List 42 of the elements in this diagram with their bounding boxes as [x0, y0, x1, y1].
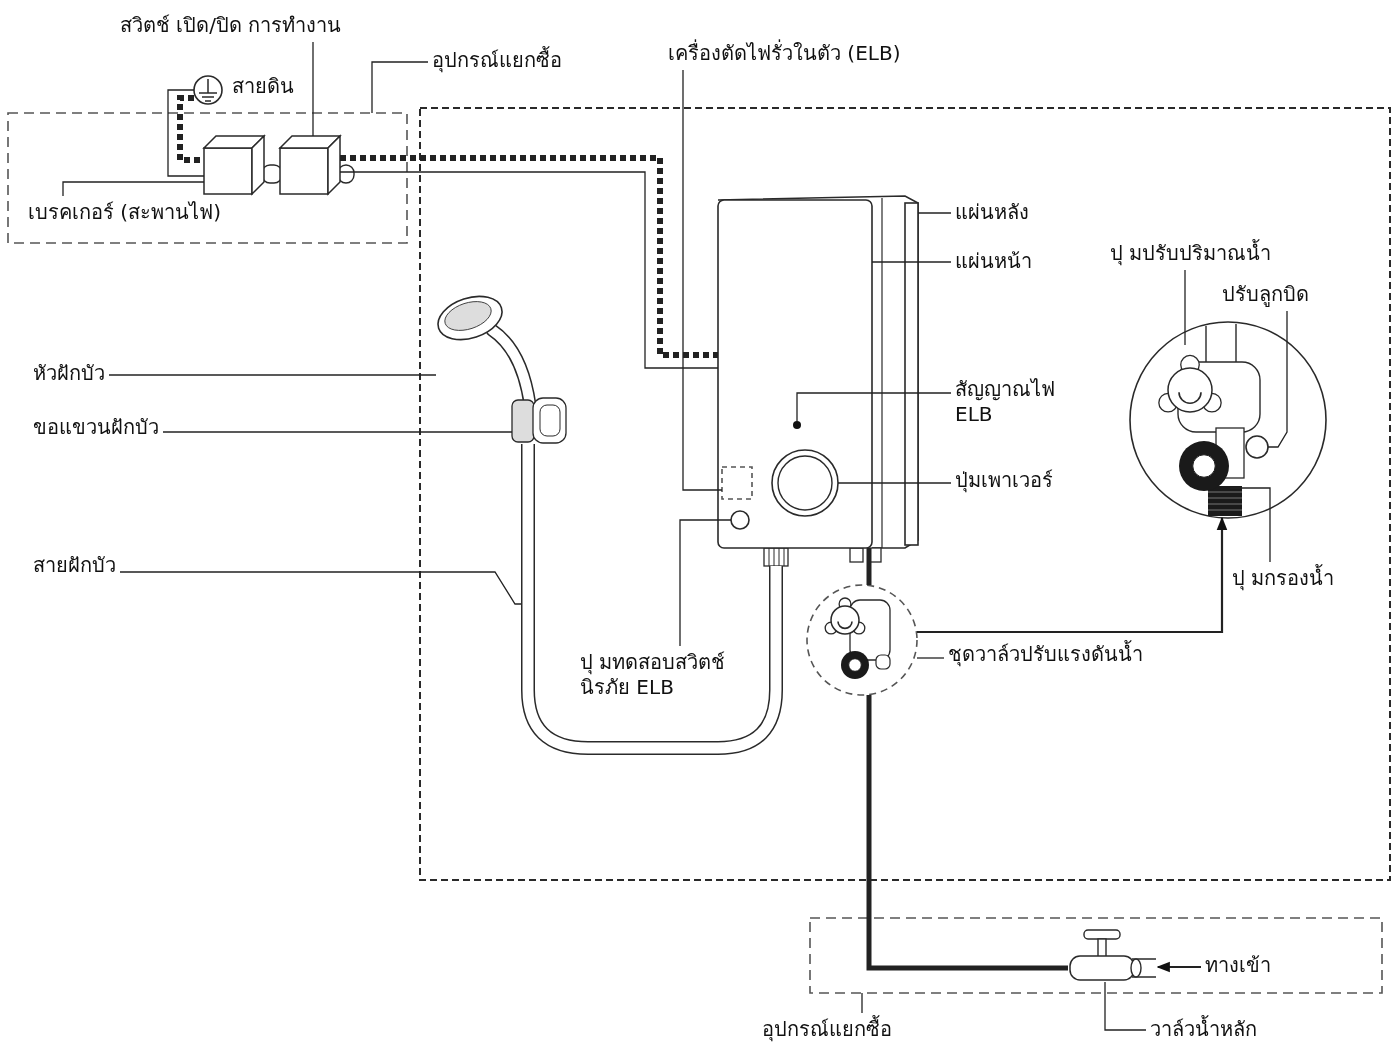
- leader-line: [916, 657, 945, 659]
- leader-line: [917, 212, 952, 214]
- leader-line: [837, 482, 952, 484]
- leader-line: [312, 41, 314, 137]
- leader-line: [682, 69, 723, 491]
- callout-label: อุปกรณ์แยกซื้อ: [432, 48, 562, 73]
- callout-label: ขอแขวนฝักบัว: [33, 415, 159, 440]
- callout-label: ทางเข้า: [1205, 953, 1271, 978]
- callout-label: สวิตช์ เปิด/ปิด การทำงาน: [120, 13, 342, 38]
- wire: [167, 89, 205, 177]
- callout-label: เครื่องตัดไฟรั่วในตัว (ELB): [668, 41, 901, 66]
- leader-line: [796, 392, 952, 422]
- arrow: [917, 516, 1228, 634]
- callout-label: สายฝักบัว: [33, 553, 116, 578]
- leader-line: [1184, 269, 1186, 346]
- leader-line: [1267, 310, 1288, 448]
- callout-label: ปุ มกรองน้ำ: [1232, 566, 1335, 591]
- callout-label: วาล์วน้ำหลัก: [1150, 1017, 1257, 1042]
- callout-label: เบรคเกอร์ (สะพานไฟ): [28, 200, 221, 225]
- callout-label: แผ่นหลัง: [955, 200, 1029, 225]
- water-pipe: [866, 695, 1068, 971]
- leader-line: [871, 261, 952, 263]
- leader-line: [62, 181, 205, 197]
- leader-line: [119, 571, 522, 605]
- callout-label: หัวฝักบัว: [33, 361, 105, 386]
- leader-line: [679, 519, 732, 647]
- callout-label: อุปกรณ์แยกซื้อ: [762, 1017, 892, 1042]
- callout-label: ชุดวาล์วปรับแรงดันน้ำ: [948, 642, 1143, 667]
- leader-line: [371, 61, 429, 114]
- arrow: [1156, 961, 1201, 973]
- water-pipe: [866, 548, 872, 585]
- leader-line: [1104, 981, 1147, 1031]
- callout-label: ปุ มทดสอบสวิตช์ นิรภัย ELB: [580, 650, 727, 700]
- leader-line: [861, 992, 863, 1014]
- callout-label: แผ่นหน้า: [955, 249, 1032, 274]
- callout-label: ปุ่มเพาเวอร์: [955, 468, 1053, 493]
- callout-label: สัญญาณไฟ ELB: [955, 377, 1056, 427]
- callout-label: ปรับลูกบิด: [1222, 282, 1309, 307]
- part-label: สายดิน: [232, 74, 294, 99]
- callout-label: ปุ มปรับปริมาณน้ำ: [1110, 241, 1272, 266]
- leader-line: [108, 374, 437, 376]
- leader-line: [162, 431, 513, 433]
